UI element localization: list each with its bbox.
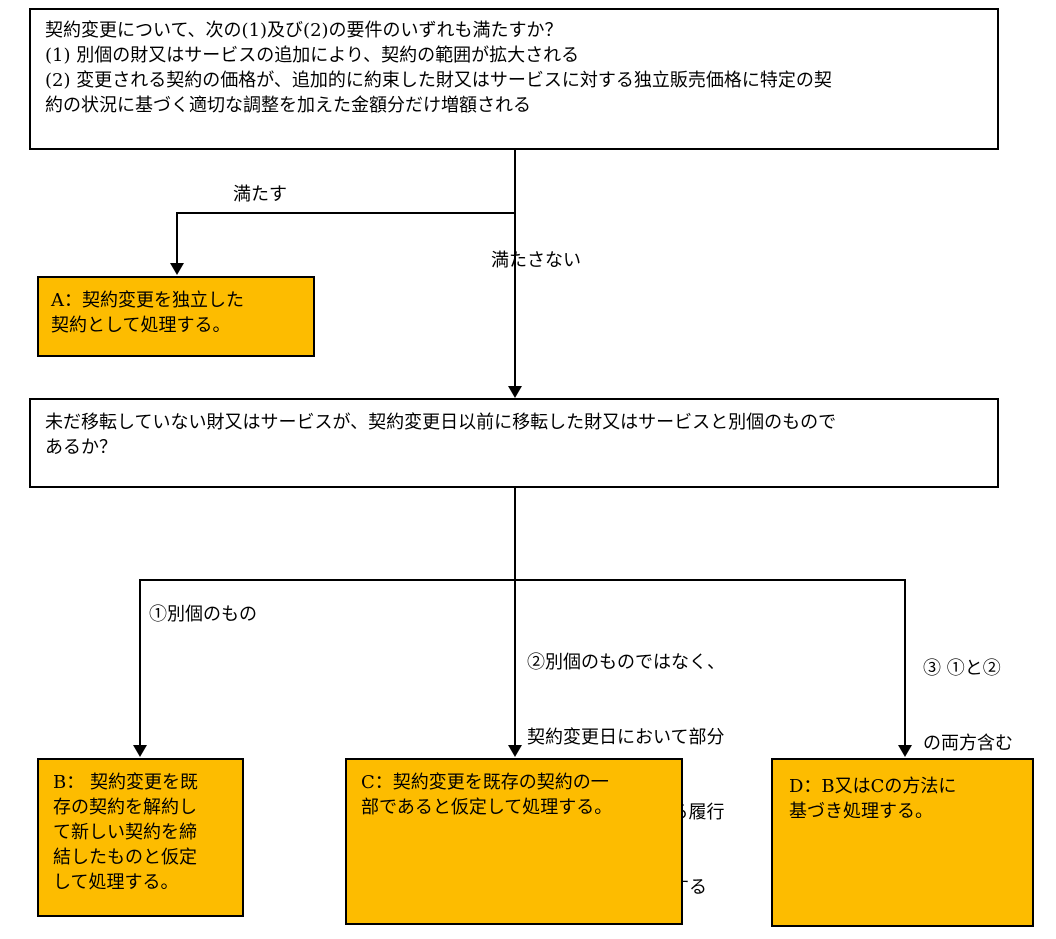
edge-label-both-line-1: ③ ①と② [923,658,1001,679]
connector-branch-a-vertical [176,212,178,264]
arrow-to-question-2 [508,386,522,398]
outcome-b-line-5: して処理する。 [53,872,179,893]
outcome-d-box: D：B又はCの方法に 基づき処理する。 [771,758,1034,927]
outcome-b-line-2: 存の契約を解約し [53,797,197,818]
outcome-a-line-2: 契約として処理する。 [51,315,231,336]
arrow-to-outcome-c [508,745,522,757]
outcome-c-line-1: C：契約変更を既存の契約の一 [361,772,609,793]
question-2-line-2: あるか？ [45,437,117,458]
outcome-c-line-2: 部であると仮定して処理する。 [361,797,613,818]
connector-branch-b [139,579,141,746]
edge-label-both: ③ ①と② の両方含む [923,606,1013,781]
outcome-a-line-1: A：契約変更を独立した [51,290,244,311]
question-1-line-2: (1) 別個の財又はサービスの追加により、契約の範囲が拡大される [45,45,580,66]
question-1-line-1: 契約変更について、次の(1)及び(2)の要件のいずれも満たすか？ [45,20,563,41]
outcome-b-line-4: 結したものと仮定 [53,847,197,868]
connector-branch-d [904,579,906,746]
outcome-d-line-2: 基づき処理する。 [789,801,933,822]
edge-label-satisfies: 満たす [233,184,287,205]
outcome-b-line-1: B： 契約変更を既 [53,772,198,793]
outcome-a-box: A：契約変更を独立した 契約として処理する。 [37,276,315,357]
outcome-b-line-3: て新しい契約を締 [53,822,197,843]
question-1-line-3: (2) 変更される契約の価格が、追加的に約束した財又はサービスに対する独立販売価… [45,70,832,91]
connector-branch-a-horizontal [176,212,516,214]
question-2-line-1: 未だ移転していない財又はサービスが、契約変更日以前に移転した財又はサービスと別個… [45,412,837,433]
outcome-d-line-1: D：B又はCの方法に [789,776,957,797]
edge-label-not-separate-line-2: 契約変更日において部分 [527,727,725,748]
question-1-line-4: 約の状況に基づく適切な調整を加えた金額分だけ増額される [45,95,531,116]
connector-q1-to-q2 [514,150,516,386]
edge-label-not-satisfies: 満たさない [491,250,581,271]
outcome-c-box: C：契約変更を既存の契約の一 部であると仮定して処理する。 [345,758,683,925]
arrow-to-outcome-b [133,745,147,757]
question-box-2: 未だ移転していない財又はサービスが、契約変更日以前に移転した財又はサービスと別個… [29,398,999,488]
connector-split-horizontal [139,579,906,581]
edge-label-not-separate-line-1: ②別個のものではなく、 [527,652,725,673]
arrow-to-outcome-a [170,263,184,275]
connector-q2-trunk [514,488,516,580]
question-box-1: 契約変更について、次の(1)及び(2)の要件のいずれも満たすか？ (1) 別個の… [29,8,999,150]
edge-label-both-line-2: の両方含む [923,733,1013,754]
connector-branch-c [514,579,516,746]
outcome-b-box: B： 契約変更を既 存の契約を解約し て新しい契約を締 結したものと仮定 して処… [37,758,244,917]
edge-label-separate: ①別個のもの [149,604,257,625]
arrow-to-outcome-d [898,745,912,757]
